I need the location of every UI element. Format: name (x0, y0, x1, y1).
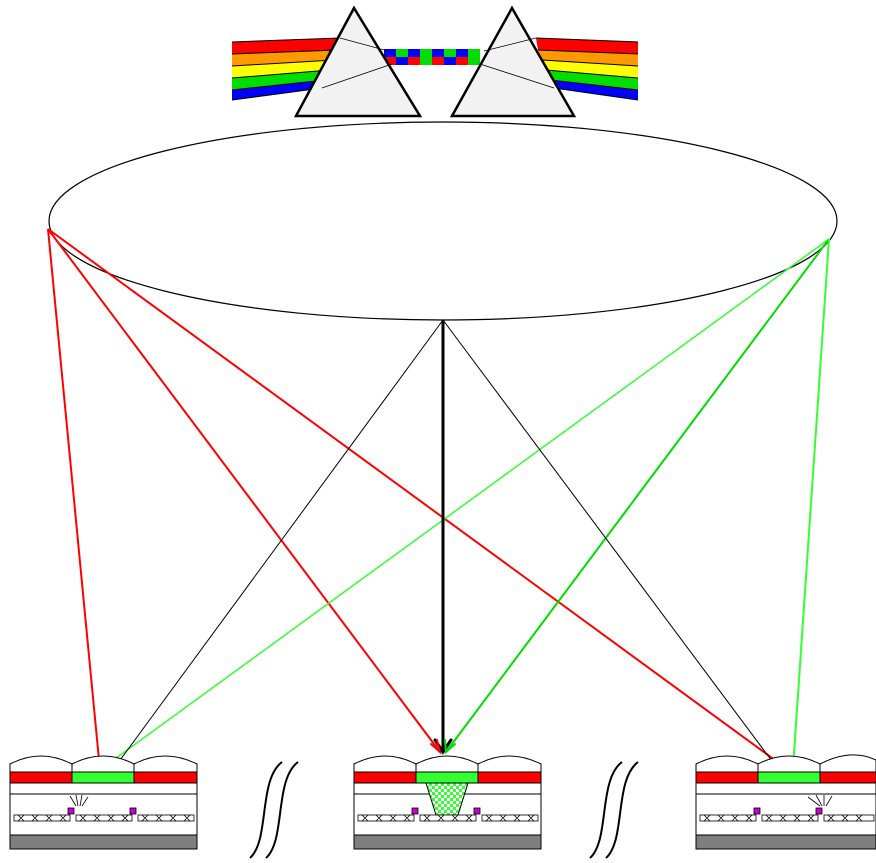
microlens (353, 755, 417, 773)
sensor-cell-left (9, 755, 198, 850)
magenta-marker (411, 807, 419, 815)
right-spectrum-fan (535, 37, 639, 101)
magenta-marker (473, 807, 481, 815)
sensor-cell-center (353, 755, 542, 850)
green-filter (757, 771, 821, 784)
black-ray-center-to-left-sensor (81, 319, 444, 813)
red-filter (819, 771, 876, 784)
microlens (71, 755, 135, 773)
microlens (415, 755, 479, 773)
microlens (133, 755, 198, 773)
break-mark-left-icon (249, 761, 299, 859)
photodiode-row (699, 814, 875, 822)
green-ray-right-to-left-sensor (41, 238, 830, 813)
photodiode-row (13, 814, 195, 822)
photodiode-row (357, 814, 539, 822)
left-spectrum-fan (231, 37, 341, 101)
microlens (695, 755, 759, 773)
center-red-arrow-icon (430, 739, 442, 755)
substrate (9, 834, 198, 850)
microlens (819, 754, 876, 773)
scatter-marks (69, 794, 89, 807)
magenta-marker (815, 807, 823, 815)
lens-ellipse (48, 121, 838, 321)
black-ray-center-to-right-sensor (442, 319, 811, 813)
prism-assembly (231, 5, 639, 118)
center-green-arrow-icon (444, 739, 456, 755)
substrate (695, 834, 876, 850)
right-prism (449, 5, 577, 118)
green-filter (71, 771, 135, 784)
microlens (757, 755, 821, 773)
red-filter (695, 771, 759, 784)
sensor-body (9, 782, 198, 836)
microlens (9, 755, 73, 773)
sensor-cell-right (695, 754, 876, 850)
red-filter (353, 771, 417, 784)
break-mark-right-icon (589, 761, 639, 859)
color-checker-bar (384, 49, 488, 65)
red-filter (133, 771, 198, 784)
sensor-body (695, 782, 876, 836)
magenta-marker (753, 807, 761, 815)
scatter-marks (807, 794, 833, 807)
microlens (477, 755, 542, 773)
green-ray-right-to-right-sensor (789, 238, 830, 813)
red-filter (477, 771, 542, 784)
ray-bundle (41, 228, 847, 813)
green-ray-right-to-center-sensor (445, 238, 830, 753)
green-filter (415, 771, 479, 784)
magenta-marker (67, 807, 75, 815)
magenta-marker (129, 807, 137, 815)
red-ray-left-to-center-sensor (47, 228, 441, 753)
substrate (353, 834, 542, 850)
red-filter (9, 771, 73, 784)
red-ray-left-to-right-sensor (47, 228, 847, 813)
left-prism (293, 5, 423, 118)
red-ray-left-to-left-sensor (47, 228, 105, 813)
